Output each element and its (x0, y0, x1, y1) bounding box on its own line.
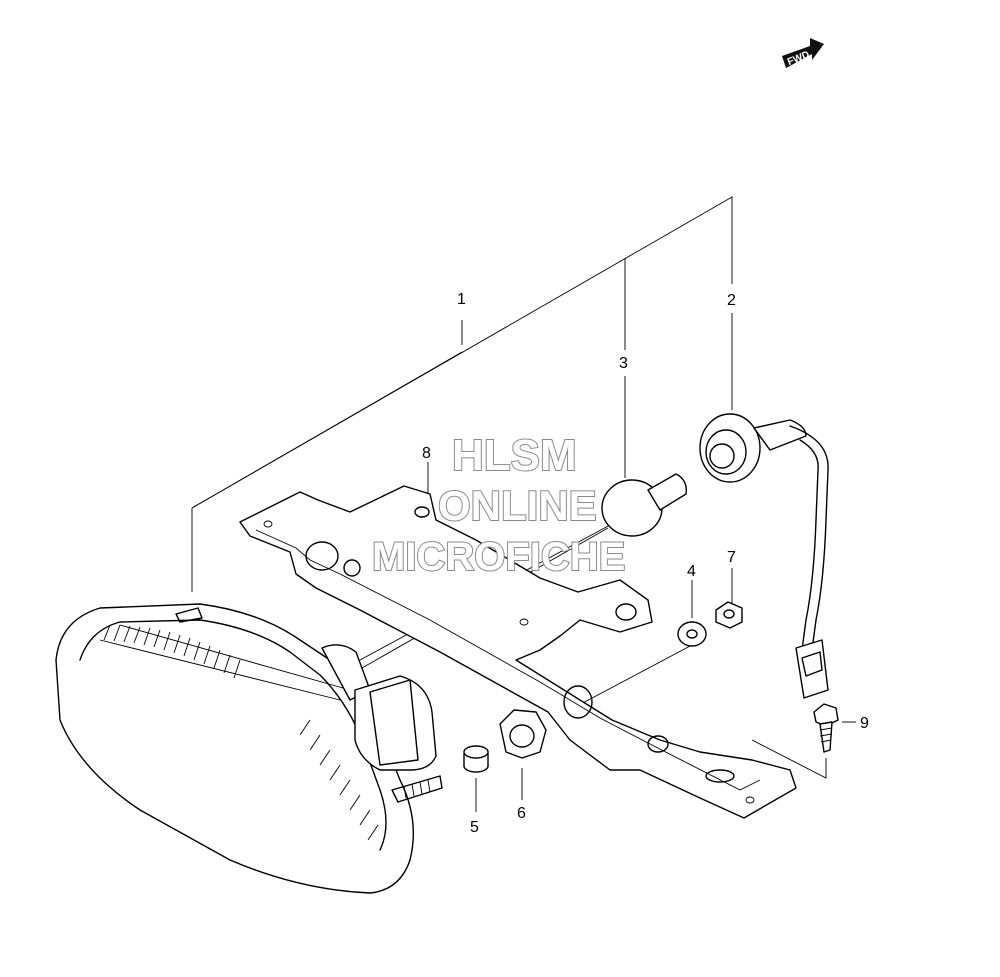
callout-6: 6 (517, 805, 526, 822)
washer (677, 621, 707, 647)
callout-2: 2 (727, 292, 736, 309)
callout-1: 1 (457, 291, 466, 308)
socket-harness (699, 413, 829, 699)
callout-4: 4 (687, 563, 696, 580)
bolt (813, 703, 839, 753)
collar (463, 745, 489, 773)
callout-8: 8 (422, 445, 431, 462)
watermark: HLSM ONLINE MICROFICHE (371, 430, 626, 580)
watermark-line-2: ONLINE (438, 482, 597, 529)
nut (715, 601, 743, 629)
callout-7: 7 (727, 549, 736, 566)
lamp-bracket (239, 485, 797, 819)
grommet (499, 709, 547, 759)
callouts: 1 2 3 4 5 6 7 8 9 (422, 291, 869, 836)
callout-9: 9 (860, 715, 869, 732)
watermark-line-1: HLSM (452, 431, 577, 480)
tail-lamp-assembly (55, 603, 443, 894)
watermark-line-3: MICROFICHE (372, 535, 625, 579)
bulb (601, 473, 687, 537)
fwd-label: FWD (786, 49, 811, 68)
callout-3: 3 (619, 355, 628, 372)
fwd-arrow-icon: FWD (782, 38, 824, 68)
callout-5: 5 (470, 819, 479, 836)
